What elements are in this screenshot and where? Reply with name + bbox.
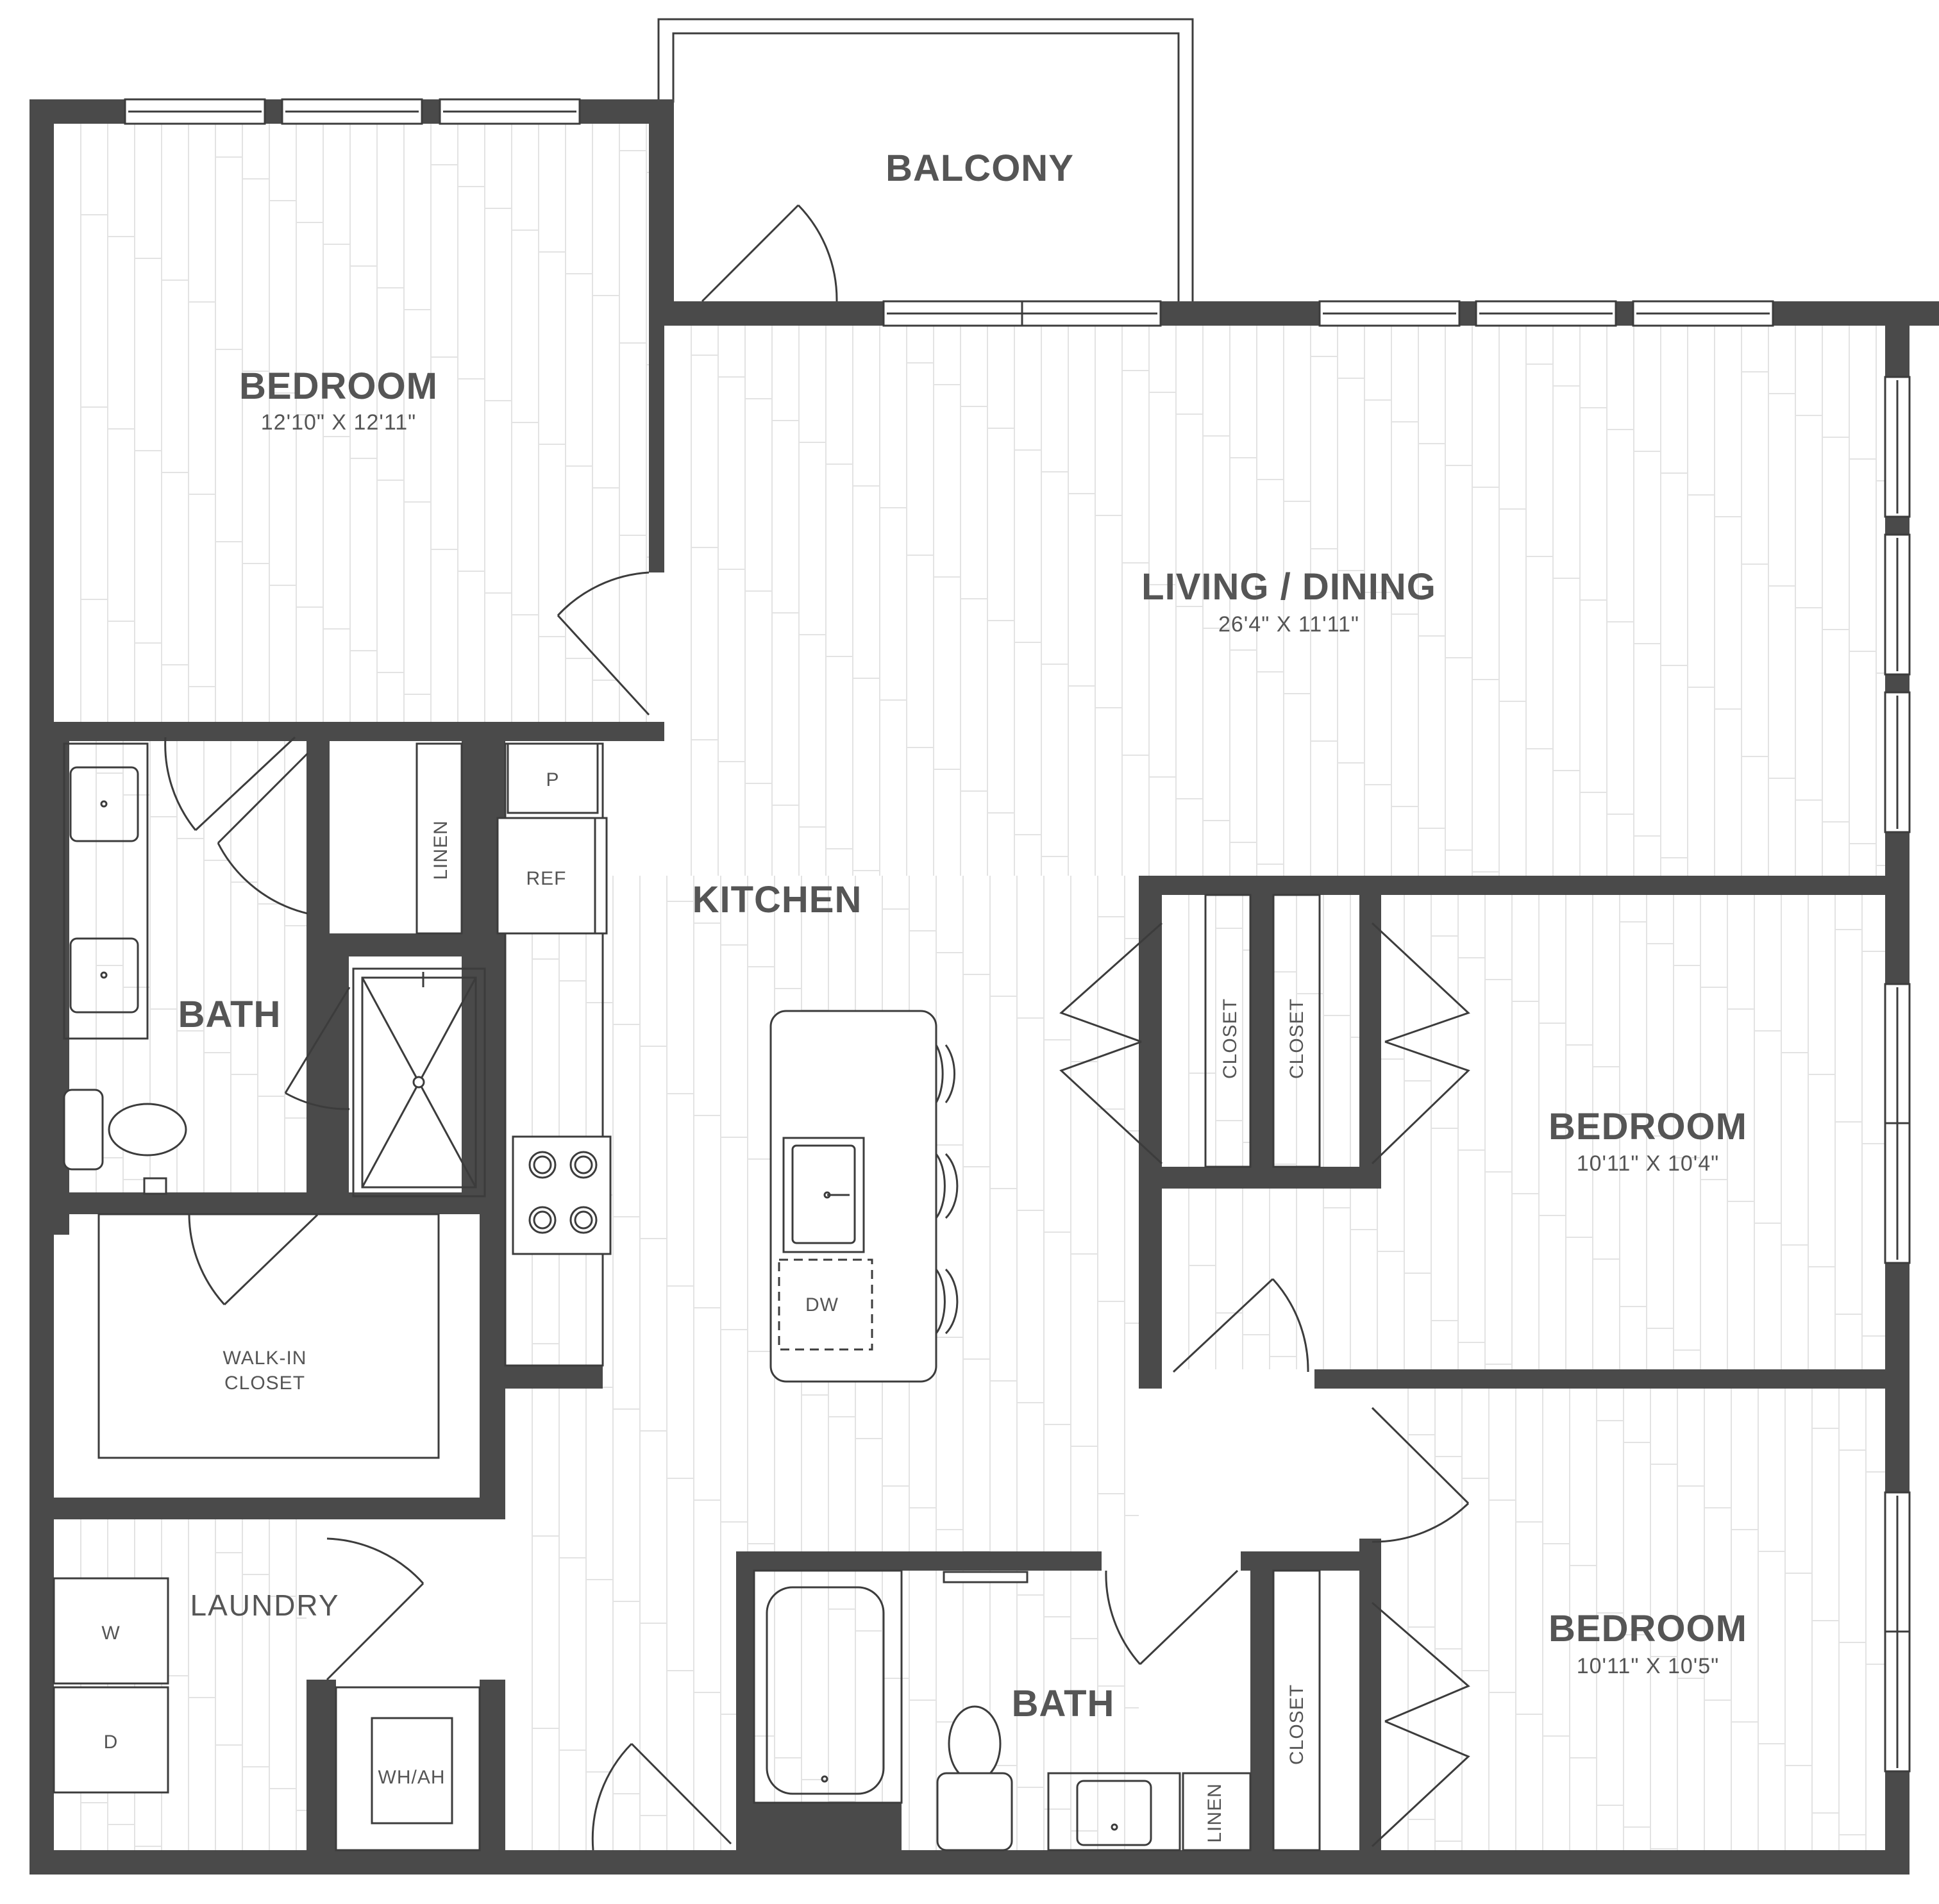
walkin-label-2: CLOSET bbox=[224, 1373, 305, 1394]
closet-bed2-left-label: CLOSET bbox=[1220, 998, 1241, 1079]
bath-2-title: BATH bbox=[1012, 1683, 1115, 1724]
washer-label: W bbox=[101, 1623, 120, 1644]
linen-bath2-label: LINEN bbox=[1204, 1783, 1225, 1842]
kitchen-title: KITCHEN bbox=[692, 879, 862, 921]
bedroom-main-title: BEDROOM bbox=[239, 365, 438, 407]
doors bbox=[164, 204, 1470, 1851]
bedroom-3-dims: 10'11" X 10'5" bbox=[1577, 1654, 1720, 1678]
walkin-laundry-fixtures bbox=[53, 1213, 481, 1851]
laundry-title: LAUNDRY bbox=[190, 1589, 340, 1622]
closet-bed2-right-label: CLOSET bbox=[1286, 998, 1307, 1079]
walkin-label-1: WALK-IN bbox=[223, 1348, 307, 1369]
closet-bed3-label: CLOSET bbox=[1286, 1684, 1307, 1765]
balcony-title: BALCONY bbox=[886, 147, 1074, 189]
balcony-railing bbox=[657, 18, 1194, 301]
bath-main-title: BATH bbox=[178, 994, 281, 1035]
dishwasher-label: DW bbox=[805, 1294, 839, 1315]
main-bath-fixtures bbox=[63, 742, 486, 1198]
refrigerator-label: REF bbox=[526, 868, 567, 889]
closet-shelves bbox=[416, 742, 1321, 1851]
bedroom-2-title: BEDROOM bbox=[1549, 1106, 1747, 1148]
bedroom-main-dims: 12'10" X 12'11" bbox=[261, 410, 416, 435]
bedroom-2-dims: 10'11" X 10'4" bbox=[1577, 1151, 1720, 1176]
dryer-label: D bbox=[104, 1732, 119, 1753]
living-dining-dims: 26'4" X 11'11" bbox=[1218, 612, 1359, 637]
labels: BEDROOM 12'10" X 12'11" BALCONY LIVING /… bbox=[101, 147, 1747, 1843]
linen-main-label: LINEN bbox=[430, 820, 451, 880]
windows bbox=[124, 98, 1911, 1773]
water-heater-label: WH/AH bbox=[378, 1767, 446, 1788]
kitchen-fixtures bbox=[496, 742, 959, 1383]
bath2-fixtures bbox=[753, 1569, 1181, 1851]
bedroom-3-title: BEDROOM bbox=[1549, 1608, 1747, 1649]
pantry-label: P bbox=[546, 769, 559, 790]
floor-plank-pattern bbox=[80, 124, 1885, 1850]
living-dining-title: LIVING / DINING bbox=[1141, 566, 1436, 608]
